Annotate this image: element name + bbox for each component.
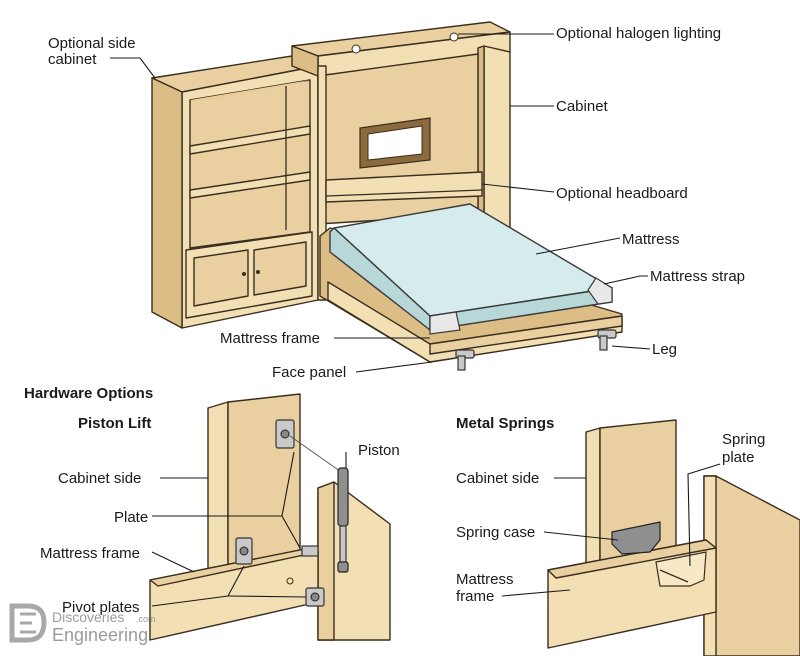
side-cabinet	[151, 55, 319, 329]
label-spring-case: Spring case	[456, 524, 535, 541]
leg-icon	[455, 329, 617, 371]
label-face-panel: Face panel	[272, 364, 346, 381]
label-pivot-plates: Pivot plates	[62, 599, 140, 616]
watermark-logo: Discoveries .com Engineering	[9, 603, 156, 645]
label-piston-mattress-frame: Mattress frame	[40, 545, 140, 562]
main-cabinet	[291, 21, 511, 301]
logo-mark-icon	[9, 603, 47, 643]
piston-leaders	[151, 451, 347, 607]
label-springs-cabinet-side: Cabinet side	[456, 470, 539, 487]
piston-lift-title: Piston Lift	[78, 415, 151, 432]
watermark-line2: Engineering	[52, 625, 148, 645]
label-optional-side-cabinet-line2: cabinet	[48, 51, 97, 68]
label-spring-plate-line1: Spring	[722, 431, 765, 448]
metal-springs-drawing	[547, 419, 800, 656]
label-optional-side-cabinet-line1: Optional side	[48, 35, 136, 52]
label-optional-headboard: Optional headboard	[556, 185, 688, 202]
label-mattress-strap: Mattress strap	[650, 268, 745, 285]
label-mattress-frame: Mattress frame	[220, 330, 320, 347]
hardware-options-title: Hardware Options	[24, 385, 153, 402]
piston-lift-drawing	[149, 393, 391, 641]
label-piston: Piston	[358, 442, 400, 459]
label-springs-mattress-frame-line1: Mattress	[456, 571, 514, 588]
metal-springs-title: Metal Springs	[456, 415, 554, 432]
spring-leaders	[501, 463, 721, 597]
label-piston-cabinet-side: Cabinet side	[58, 470, 141, 487]
label-spring-plate-line2: plate	[722, 449, 755, 466]
bed-platform	[319, 203, 623, 371]
label-plate: Plate	[114, 509, 148, 526]
label-optional-halogen-lighting: Optional halogen lighting	[556, 25, 721, 42]
label-leg: Leg	[652, 341, 677, 358]
label-cabinet: Cabinet	[556, 98, 609, 115]
watermark-line1: Discoveries	[52, 609, 124, 625]
piston-icon	[289, 435, 349, 573]
spring-case-icon	[611, 521, 661, 555]
label-mattress: Mattress	[622, 231, 680, 248]
top-leaders	[110, 33, 651, 373]
watermark-suffix: .com	[136, 614, 156, 624]
label-springs-mattress-frame-line2: frame	[456, 588, 494, 605]
